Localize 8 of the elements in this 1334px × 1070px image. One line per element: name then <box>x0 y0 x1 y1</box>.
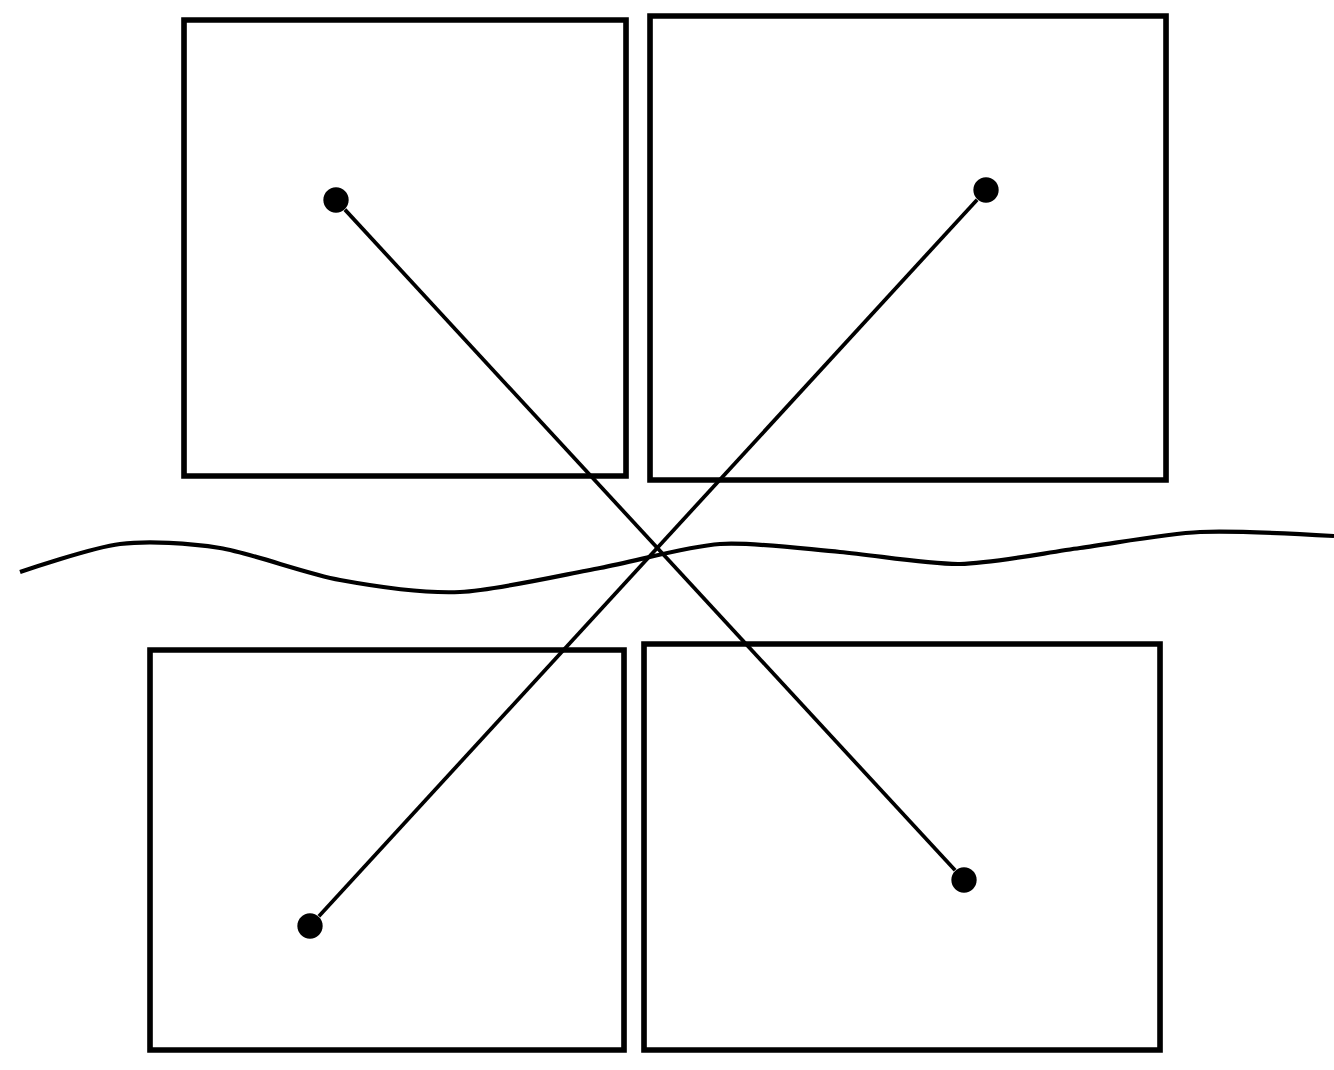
dot <box>297 913 323 939</box>
dot <box>973 177 999 203</box>
box <box>181 17 629 479</box>
box <box>647 13 1169 483</box>
box <box>641 641 1163 1053</box>
dot <box>323 187 349 213</box>
dot <box>951 867 977 893</box>
box <box>147 647 627 1053</box>
